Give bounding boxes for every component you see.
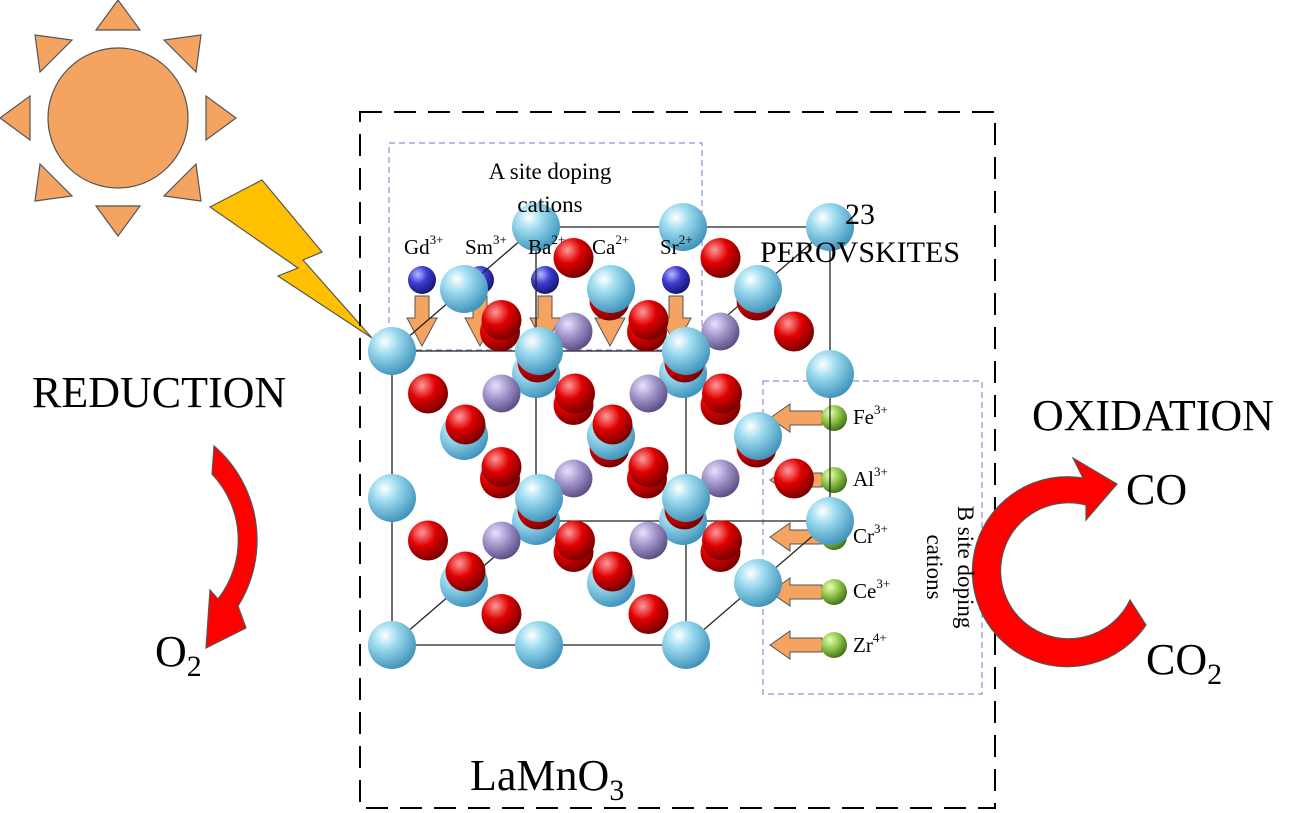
oxygen-atom <box>481 594 522 634</box>
a-cation-sphere-sr <box>662 266 690 294</box>
la-atom <box>734 265 782 313</box>
la-atom <box>662 474 710 522</box>
oxygen-atom <box>628 594 669 634</box>
b-site-title: B site doping cations <box>919 462 981 672</box>
la-atom <box>368 327 416 375</box>
a-cation-sphere-gd <box>408 266 436 294</box>
down-arrow-icon <box>406 295 438 348</box>
a-cation-label-0: Gd3+ <box>404 232 444 259</box>
b-cation-label-0: Fe3+ <box>853 402 888 429</box>
oxygen-atom <box>408 520 448 561</box>
oxidation-label: OXIDATION <box>1032 391 1274 440</box>
mn-atom <box>482 374 521 413</box>
reduction-cycle-arrow <box>205 444 258 650</box>
oxygen-atom <box>445 551 486 592</box>
oxygen-atom <box>553 238 594 278</box>
co2-label: CO2 <box>1146 635 1223 692</box>
a-cation-label-1: Sm3+ <box>465 232 507 259</box>
left-arrow-icon <box>769 630 823 660</box>
la-atom <box>734 412 782 460</box>
la-atom <box>440 265 488 313</box>
b-cation-label-1: Al3+ <box>853 464 888 491</box>
mn-atom <box>629 374 668 413</box>
oxygen-atom <box>555 373 595 414</box>
la-atom <box>368 474 416 522</box>
lamno3-label: LaMnO3 <box>470 751 625 808</box>
b-cation-label-3: Ce3+ <box>853 576 891 603</box>
la-atom <box>806 203 854 251</box>
oxygen-atom <box>628 447 669 487</box>
oxygen-atom <box>481 300 522 340</box>
oxygen-atom <box>592 404 633 445</box>
b-cation-sphere-ce <box>821 579 847 605</box>
la-atom <box>806 497 854 545</box>
lamno3-crystal-lattice <box>368 203 854 669</box>
oxygen-atom <box>592 551 633 592</box>
a-cation-label-4: Sr2+ <box>660 232 693 259</box>
a-cation-sphere-ba <box>531 266 559 294</box>
oxygen-atom <box>481 447 522 487</box>
b-cation-sphere-fe <box>821 405 847 431</box>
la-atom <box>515 327 563 375</box>
perovskites-count: 23 <box>845 198 875 231</box>
la-atom <box>734 559 782 607</box>
mn-atom <box>701 459 740 498</box>
a-site-title-line2: cations <box>517 192 583 217</box>
la-atom <box>368 621 416 669</box>
reduction-label: REDUCTION <box>32 368 287 417</box>
la-atom <box>515 621 563 669</box>
mn-atom <box>701 312 740 351</box>
lightning-bolt-icon <box>208 179 373 339</box>
b-site-title-line1: B site doping <box>953 505 979 629</box>
perovskites-label: PEROVSKITES <box>759 236 961 269</box>
oxygen-atom <box>445 404 486 445</box>
b-cation-sphere-al <box>821 467 847 493</box>
oxygen-atom <box>774 458 814 499</box>
mn-atom <box>554 459 593 498</box>
oxygen-atom <box>628 300 669 340</box>
perovskite-box <box>359 111 996 809</box>
la-atom <box>515 474 563 522</box>
oxygen-atom <box>408 373 448 414</box>
oxidation-cycle-arrow <box>971 456 1147 668</box>
la-atom <box>659 203 707 251</box>
mn-atom <box>629 521 668 560</box>
mn-atom <box>554 312 593 351</box>
la-atom <box>587 265 635 313</box>
mn-atom <box>482 521 521 560</box>
b-cation-label-4: Zr4+ <box>853 630 887 657</box>
a-cation-label-3: Ca2+ <box>592 232 630 259</box>
b-site-title-line2: cations <box>922 534 947 600</box>
co-label: CO <box>1126 465 1188 514</box>
b-cation-sphere-zr <box>821 632 847 658</box>
a-site-title-line1: A site doping <box>488 159 612 184</box>
o2-label: O2 <box>155 627 202 684</box>
oxygen-atom <box>555 520 595 561</box>
oxygen-atom <box>700 238 741 278</box>
a-cation-label-2: Ba2+ <box>528 232 566 259</box>
la-atom <box>512 203 560 251</box>
la-atom <box>662 327 710 375</box>
oxygen-atom <box>702 373 742 414</box>
b-cation-label-2: Cr3+ <box>853 521 888 548</box>
la-atom <box>662 621 710 669</box>
oxygen-atom <box>702 520 742 561</box>
oxygen-atom <box>774 311 814 352</box>
la-atom <box>806 350 854 398</box>
sun-icon <box>0 0 238 238</box>
